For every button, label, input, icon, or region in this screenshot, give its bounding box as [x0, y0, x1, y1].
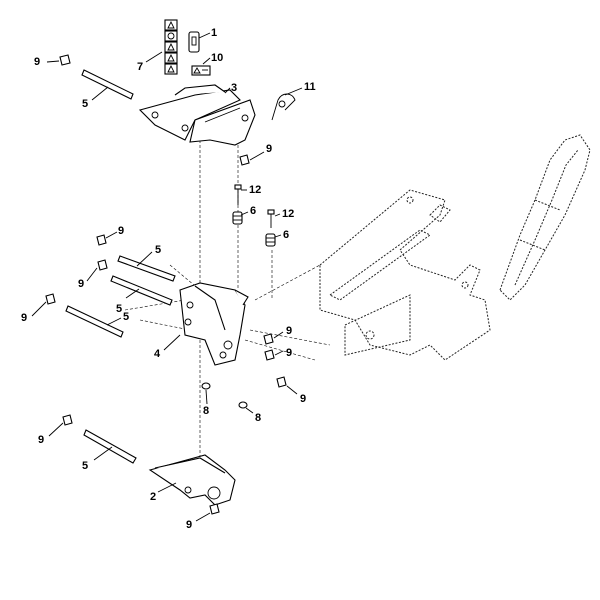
clip-3 [96, 234, 107, 246]
pin-mid-2 [110, 275, 173, 306]
decal-1 [188, 31, 200, 53]
pin-mid-1 [117, 255, 176, 282]
tractor-frame [319, 134, 591, 361]
lower-bracket [148, 454, 236, 506]
callout-10: 10 [211, 52, 223, 64]
callout-9-j: 9 [186, 519, 192, 531]
spring-2 [265, 233, 276, 247]
callout-9-d: 9 [78, 278, 84, 290]
callout-5-e: 5 [82, 460, 88, 472]
callout-9-h: 9 [300, 393, 306, 405]
clip-5 [45, 293, 56, 305]
callout-9-f: 9 [286, 325, 292, 337]
callout-9-e: 9 [21, 312, 27, 324]
callout-6-b: 6 [283, 229, 289, 241]
upper-bracket [138, 84, 256, 146]
callout-3: 3 [231, 82, 237, 94]
callout-9-a: 9 [34, 56, 40, 68]
callout-5-b: 5 [155, 244, 161, 256]
callout-12-a: 12 [249, 184, 261, 196]
callout-6-a: 6 [250, 205, 256, 217]
callout-11: 11 [304, 81, 316, 93]
washer-1 [201, 382, 211, 390]
washer-2 [238, 401, 248, 409]
callout-8-b: 8 [255, 412, 261, 424]
callout-9-g: 9 [286, 347, 292, 359]
middle-bracket [179, 282, 249, 366]
pin-mid-3 [65, 305, 124, 338]
clip-2 [239, 154, 250, 166]
clip-10 [209, 503, 220, 515]
clip-8 [276, 376, 287, 388]
callout-9-b: 9 [266, 143, 272, 155]
callout-12-b: 12 [282, 208, 294, 220]
leader-lines [31, 32, 303, 522]
spring-clip [271, 93, 296, 121]
callout-9-i: 9 [38, 434, 44, 446]
decal-stack [164, 19, 178, 75]
pin-upper [81, 69, 134, 100]
bolt-1 [234, 184, 242, 205]
callout-4: 4 [154, 348, 161, 360]
callout-8-a: 8 [203, 405, 209, 417]
callout-5-c: 5 [116, 303, 122, 315]
callout-5-a: 5 [82, 98, 88, 110]
callout-1: 1 [211, 27, 217, 39]
clip-6 [263, 333, 274, 345]
clip-9 [62, 414, 73, 426]
bolt-2 [267, 209, 275, 228]
callout-2: 2 [150, 491, 156, 503]
callout-5-d: 5 [123, 311, 129, 323]
clip-4 [97, 259, 108, 271]
pin-lower [83, 429, 137, 464]
clip-1 [59, 54, 71, 66]
callout-numbers: 1 7 10 3 11 9 5 9 12 6 12 6 9 5 9 5 9 5 … [21, 27, 316, 531]
clip-7 [264, 349, 275, 361]
callout-7: 7 [137, 61, 143, 73]
spring-1 [232, 211, 243, 225]
decal-10 [191, 65, 211, 76]
callout-9-c: 9 [118, 225, 124, 237]
